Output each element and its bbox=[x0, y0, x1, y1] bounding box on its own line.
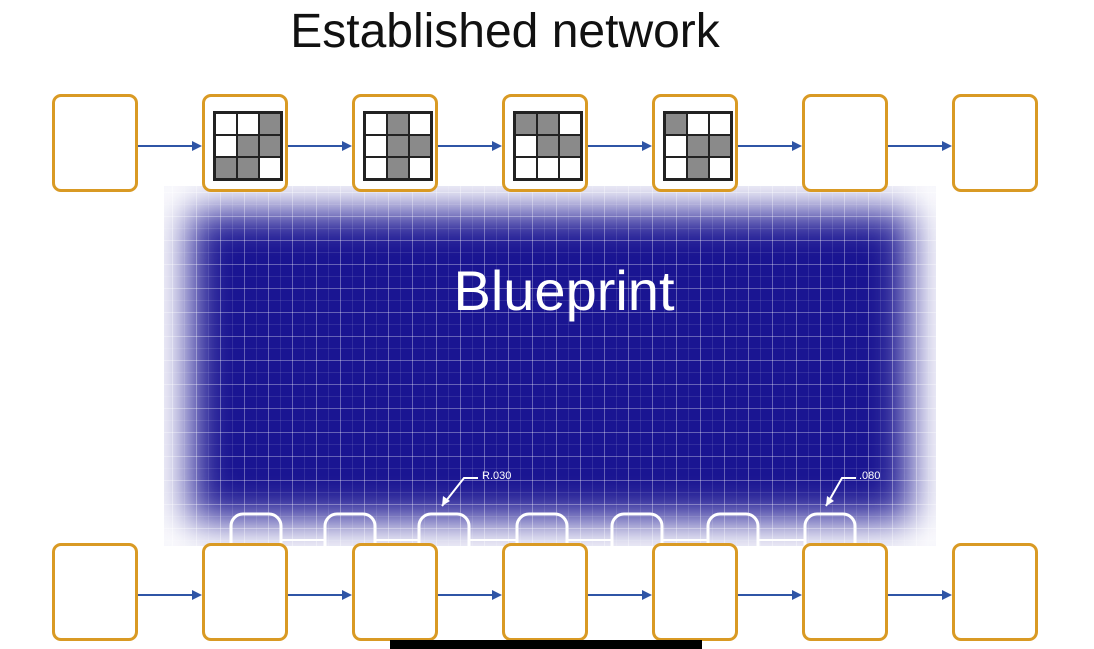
pattern-cell-filled bbox=[259, 135, 281, 157]
pattern-cell-empty bbox=[365, 113, 387, 135]
pattern-cell-empty bbox=[365, 135, 387, 157]
pattern-cell-empty bbox=[665, 157, 687, 179]
top-arrow-3 bbox=[438, 141, 502, 151]
pattern-cell-empty bbox=[515, 157, 537, 179]
pattern-cell-filled bbox=[687, 157, 709, 179]
pattern-cell-filled bbox=[237, 135, 259, 157]
pattern-cell-empty bbox=[409, 157, 431, 179]
blueprint-label: Blueprint bbox=[453, 259, 675, 322]
top-node-1 bbox=[52, 94, 138, 192]
pattern-cell-empty bbox=[215, 135, 237, 157]
bottom-node-5 bbox=[652, 543, 738, 641]
bottom-node-7 bbox=[952, 543, 1038, 641]
bottom-node-3 bbox=[352, 543, 438, 641]
pattern-cell-filled bbox=[409, 135, 431, 157]
pattern-cell-empty bbox=[559, 113, 581, 135]
top-arrow-1 bbox=[138, 141, 202, 151]
top-node-7 bbox=[952, 94, 1038, 192]
annotation-080-leader bbox=[825, 477, 856, 507]
bottom-node-6 bbox=[802, 543, 888, 641]
annotation-r030: R.030 bbox=[482, 470, 512, 482]
pattern-cell-empty bbox=[259, 157, 281, 179]
top-node-5 bbox=[652, 94, 738, 192]
top-arrow-4 bbox=[588, 141, 652, 151]
pattern-cell-empty bbox=[515, 135, 537, 157]
pattern-cell-filled bbox=[537, 113, 559, 135]
pattern-cell-filled bbox=[387, 135, 409, 157]
top-node-2 bbox=[202, 94, 288, 192]
annotation-r030-leader bbox=[441, 477, 478, 507]
bottom-arrow-1 bbox=[138, 590, 202, 600]
pattern-cell-empty bbox=[215, 113, 237, 135]
bottom-arrow-2 bbox=[288, 590, 352, 600]
top-node-6 bbox=[802, 94, 888, 192]
pattern-cell-filled bbox=[537, 135, 559, 157]
slide-title: Established network bbox=[290, 5, 720, 58]
top-arrow-2 bbox=[288, 141, 352, 151]
bottom-arrow-6 bbox=[888, 590, 952, 600]
pattern-grid bbox=[213, 111, 283, 181]
top-node-3 bbox=[352, 94, 438, 192]
pattern-cell-filled bbox=[387, 157, 409, 179]
pattern-cell-filled bbox=[387, 113, 409, 135]
annotation-080: .080 bbox=[859, 470, 881, 482]
pattern-cell-empty bbox=[237, 113, 259, 135]
pattern-cell-empty bbox=[559, 157, 581, 179]
pattern-cell-filled bbox=[215, 157, 237, 179]
bottom-node-1 bbox=[52, 543, 138, 641]
blueprint-background bbox=[164, 186, 936, 546]
pattern-cell-empty bbox=[365, 157, 387, 179]
bottom-arrow-4 bbox=[588, 590, 652, 600]
pattern-cell-empty bbox=[665, 135, 687, 157]
pattern-grid bbox=[363, 111, 433, 181]
pattern-cell-filled bbox=[665, 113, 687, 135]
bottom-node-4 bbox=[502, 543, 588, 641]
bottom-arrow-3 bbox=[438, 590, 502, 600]
pattern-grid bbox=[663, 111, 733, 181]
pattern-cell-empty bbox=[409, 113, 431, 135]
pattern-cell-filled bbox=[237, 157, 259, 179]
pattern-cell-empty bbox=[537, 157, 559, 179]
top-node-4 bbox=[502, 94, 588, 192]
pattern-cell-filled bbox=[515, 113, 537, 135]
pattern-cell-empty bbox=[709, 113, 731, 135]
pattern-grid bbox=[513, 111, 583, 181]
bottom-node-2 bbox=[202, 543, 288, 641]
top-arrow-5 bbox=[738, 141, 802, 151]
pattern-cell-filled bbox=[259, 113, 281, 135]
pattern-cell-filled bbox=[687, 135, 709, 157]
pattern-cell-empty bbox=[709, 157, 731, 179]
pattern-cell-filled bbox=[709, 135, 731, 157]
top-arrow-6 bbox=[888, 141, 952, 151]
bottom-arrow-5 bbox=[738, 590, 802, 600]
pattern-cell-empty bbox=[687, 113, 709, 135]
pattern-cell-filled bbox=[559, 135, 581, 157]
video-progress-bar bbox=[390, 640, 702, 649]
